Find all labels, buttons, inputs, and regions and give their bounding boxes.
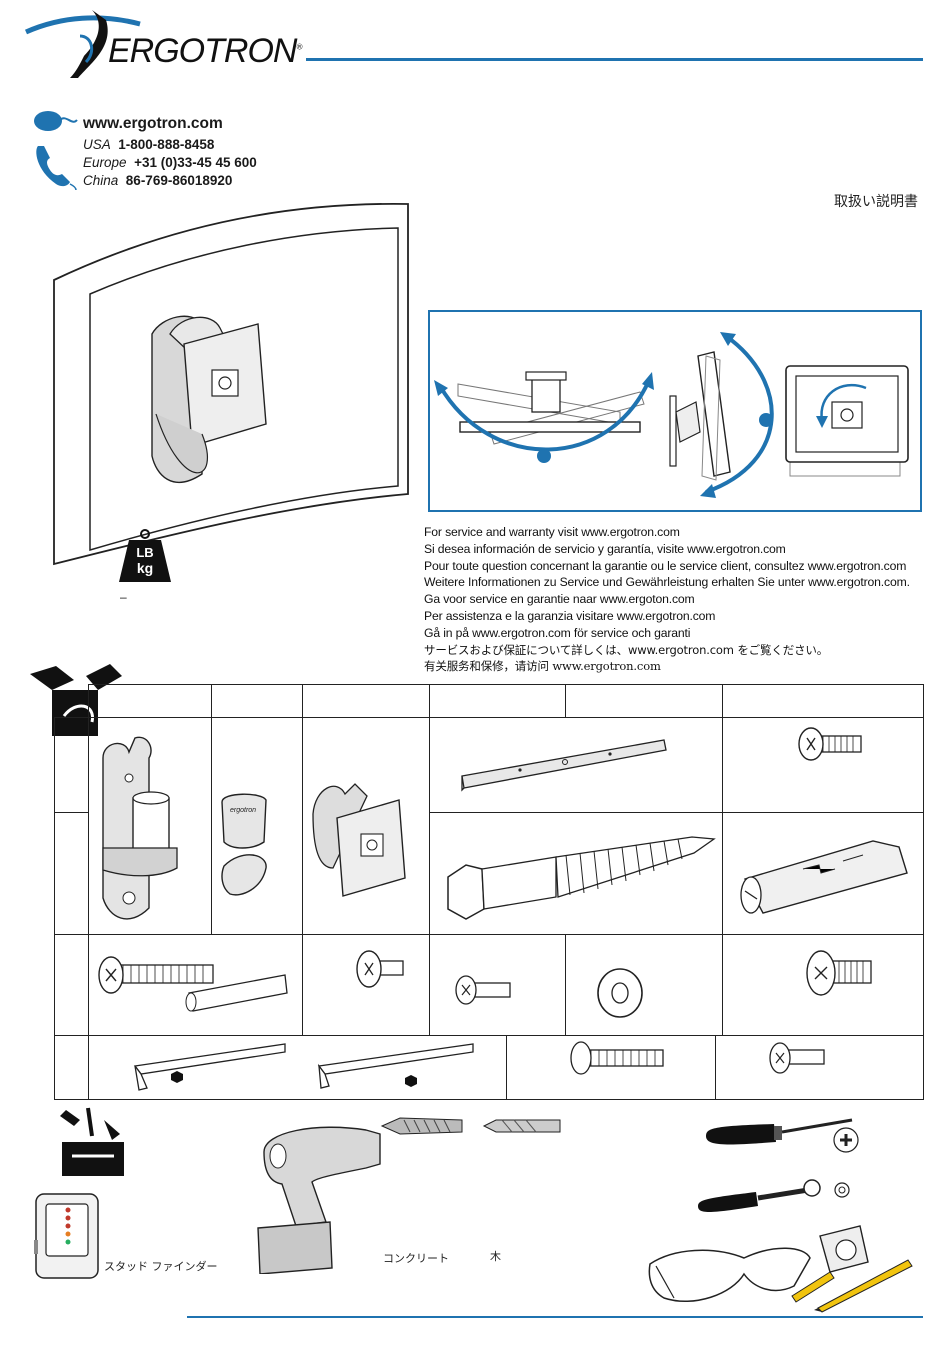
socket-wrench-icon bbox=[698, 1179, 850, 1212]
service-line: Ga voor service en garantie naar www.erg… bbox=[424, 592, 695, 607]
concrete-label: コンクリート bbox=[383, 1252, 449, 1265]
part-cell-lag-bolt bbox=[429, 812, 723, 935]
part-cell-screw-f bbox=[715, 1035, 924, 1100]
parts-header-cell bbox=[722, 684, 924, 718]
cover-caps-icon: ergotron bbox=[221, 793, 267, 896]
header-rule bbox=[306, 58, 923, 61]
service-line: For service and warranty visit www.ergot… bbox=[424, 525, 680, 539]
weight-caption: – bbox=[120, 590, 127, 604]
part-cell-screw-d bbox=[722, 934, 924, 1036]
bolt-and-spacer-icon bbox=[98, 956, 288, 1012]
washer-icon bbox=[597, 968, 643, 1018]
ergotron-logo: ERGOTRON® bbox=[22, 6, 302, 82]
toolbox-icon bbox=[60, 1107, 124, 1176]
parts-header-cell bbox=[88, 684, 212, 718]
wall-bracket-icon bbox=[102, 736, 178, 920]
phone-region: Europe bbox=[83, 155, 127, 170]
screwdriver-icon bbox=[706, 1118, 859, 1153]
screw-d-icon bbox=[806, 950, 872, 996]
service-line: Per assistenza e la garanzia visitare ww… bbox=[424, 608, 716, 623]
wall-rail-icon bbox=[461, 739, 667, 792]
screw-a-icon bbox=[798, 727, 862, 761]
tape-measure-pencil-icon bbox=[791, 1225, 913, 1313]
phone-number: 1-800-888-8458 bbox=[118, 137, 215, 152]
part-cell-bolt-spacer bbox=[88, 934, 303, 1036]
phone-china: China 86-769-86018920 bbox=[83, 172, 232, 190]
drill-icon bbox=[257, 1126, 381, 1274]
service-line: Weitere Informationen zu Service und Gew… bbox=[424, 575, 910, 590]
part-cell-anchor bbox=[722, 812, 924, 935]
part-cell-hex-keys bbox=[88, 1035, 507, 1100]
service-line: Gå in på www.ergotron.com för service oc… bbox=[424, 625, 691, 640]
phone-region: USA bbox=[83, 137, 111, 152]
svg-text:ergotron: ergotron bbox=[230, 807, 256, 814]
brand-text: ERGOTRON bbox=[108, 32, 297, 70]
row-label-cell bbox=[54, 934, 89, 1036]
service-line: 有关服务和保修，请访问 www.ergotron.com bbox=[424, 659, 661, 674]
hex-keys-icon bbox=[133, 1043, 474, 1091]
pivot-vesa-plate-icon bbox=[312, 783, 406, 897]
parts-box-icon bbox=[30, 664, 122, 736]
phone-number: +31 (0)33-45 45 600 bbox=[134, 155, 257, 170]
weight-icon: LB kg bbox=[117, 528, 173, 584]
phone-icon bbox=[36, 146, 77, 190]
doc-title: 取扱い説明書 bbox=[834, 194, 918, 210]
part-cell-screw-e bbox=[506, 1035, 716, 1100]
stud-finder-icon bbox=[34, 1193, 99, 1279]
part-cell-wall-rail bbox=[429, 717, 723, 813]
service-line: Si desea información de servicio y garan… bbox=[424, 541, 786, 556]
brand-name: ERGOTRON® bbox=[108, 32, 302, 71]
part-cell-washer bbox=[565, 934, 723, 1036]
logo-swoosh-icon bbox=[24, 10, 141, 78]
wall-anchor-icon bbox=[740, 840, 908, 914]
wood-drill-bit-icon bbox=[482, 1119, 561, 1133]
weight-kg-label: kg bbox=[136, 560, 154, 576]
screw-b-icon bbox=[356, 950, 404, 988]
safety-glasses-icon bbox=[648, 1247, 811, 1303]
part-cell-pivot bbox=[302, 717, 430, 935]
parts-header-cell bbox=[565, 684, 723, 718]
row-label-cell bbox=[54, 717, 89, 813]
lag-bolt-icon bbox=[447, 836, 716, 920]
part-cell-screw-b bbox=[302, 934, 430, 1036]
parts-header-cell bbox=[429, 684, 566, 718]
service-line: サービスおよび保証について詳しくは、www.ergotron.com をご覧くだ… bbox=[424, 642, 829, 657]
part-cell-covers: ergotron bbox=[211, 717, 303, 935]
phone-number: 86-769-86018920 bbox=[125, 173, 233, 188]
screw-f-icon bbox=[769, 1042, 825, 1074]
row-label-cell bbox=[54, 812, 89, 935]
stud-finder bbox=[34, 1192, 104, 1285]
row-label-cell bbox=[54, 1035, 89, 1100]
mouse-icon bbox=[34, 111, 78, 131]
registered-mark: ® bbox=[296, 42, 302, 52]
screw-c-icon bbox=[455, 975, 511, 1005]
service-line: Pour toute question concernant la garant… bbox=[424, 558, 907, 573]
footer-rule bbox=[187, 1316, 923, 1318]
phone-region: China bbox=[83, 173, 119, 188]
parts-header-cell bbox=[302, 684, 430, 718]
phone-usa: USA 1-800-888-8458 bbox=[83, 136, 214, 154]
phone-europe: Europe +31 (0)33-45 45 600 bbox=[83, 154, 257, 172]
parts-table: ergotron bbox=[54, 684, 924, 1100]
website[interactable]: www.ergotron.com bbox=[83, 115, 223, 132]
weight-lb-label: LB bbox=[136, 545, 154, 560]
wood-label: 木 bbox=[490, 1250, 501, 1263]
parts-header-cell bbox=[211, 684, 303, 718]
part-cell-screw-c bbox=[429, 934, 566, 1036]
monitor-with-mount-illustration bbox=[53, 202, 409, 566]
part-cell-screw-a bbox=[722, 717, 924, 813]
screw-e-icon bbox=[570, 1041, 664, 1075]
masonry-drill-bit-icon bbox=[380, 1117, 463, 1135]
motion-range-panel bbox=[428, 310, 922, 512]
service-warranty-text: For service and warranty visit www.ergot… bbox=[424, 524, 910, 675]
stud-finder-label: スタッド ファインダー bbox=[104, 1260, 218, 1273]
part-cell-mount-bracket bbox=[88, 717, 212, 935]
tilt-pan-rotate-diagram bbox=[434, 332, 909, 498]
